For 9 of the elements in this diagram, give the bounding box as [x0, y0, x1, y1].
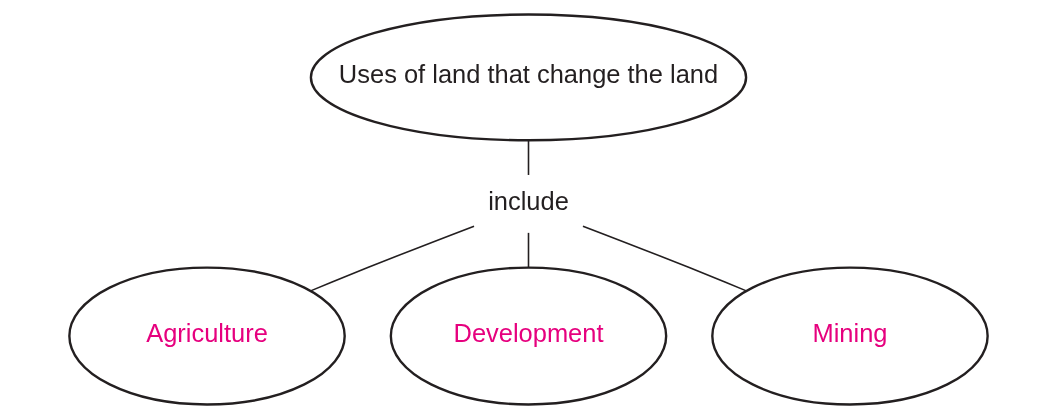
node-ellipse: Agriculture	[68, 266, 346, 406]
connector	[527, 232, 530, 269]
node-ellipse: Uses of land that change the land	[309, 13, 748, 142]
connector	[309, 225, 475, 292]
node-text: include	[488, 186, 569, 215]
connector	[582, 225, 748, 292]
node-ellipse: Mining	[711, 266, 989, 406]
node-ellipse: Development	[389, 266, 668, 406]
connector	[527, 139, 530, 176]
